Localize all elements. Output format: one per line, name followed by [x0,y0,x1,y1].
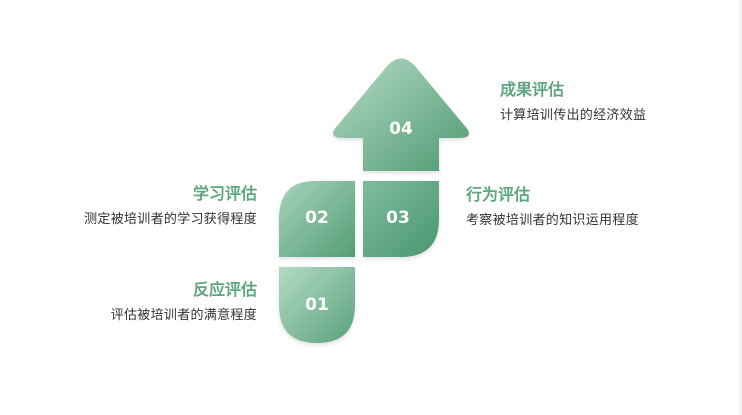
step-01-title: 反应评估 [192,280,257,299]
step-04-arrow: 04 [333,58,469,171]
step-04-title: 成果评估 [500,80,565,99]
step-03-number: 03 [386,208,410,228]
step-03-title: 行为评估 [466,185,531,204]
step-02-block: 02 [279,181,355,257]
step-01-description: 评估被培训者的满意程度 [110,308,257,323]
page-edge-shadow [739,0,742,415]
step-02-number: 02 [305,208,329,228]
step-01-number: 01 [305,295,329,315]
step-04-description: 计算培训传出的经济效益 [500,108,647,123]
step-04-number: 04 [389,119,413,139]
step-03-description: 考察被培训者的知识运用程度 [466,213,639,228]
step-02-description: 测定被培训者的学习获得程度 [84,212,257,227]
step-01-block: 01 [279,267,355,343]
step-03-block: 03 [363,181,439,257]
step-02-title: 学习评估 [192,184,257,203]
